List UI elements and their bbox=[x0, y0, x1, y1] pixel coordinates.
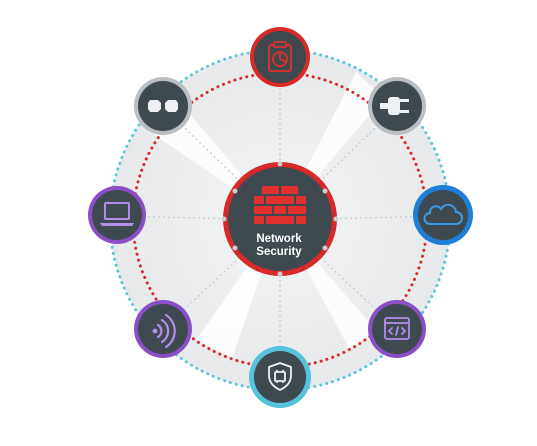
node-bottom[interactable] bbox=[249, 346, 311, 408]
node-top[interactable] bbox=[250, 27, 310, 87]
node-upper-left[interactable] bbox=[134, 77, 192, 135]
shield-chip-icon bbox=[268, 362, 292, 391]
wireless-signal-icon bbox=[152, 313, 176, 349]
center-label: Network Security bbox=[227, 233, 331, 259]
node-upper-right[interactable] bbox=[368, 77, 426, 135]
center-label-line1: Network bbox=[256, 233, 302, 245]
clipboard-chart-icon bbox=[268, 41, 292, 72]
node-left[interactable] bbox=[88, 186, 146, 244]
node-lower-left[interactable] bbox=[134, 300, 192, 358]
code-window-icon bbox=[384, 317, 410, 340]
laptop-icon bbox=[100, 202, 134, 226]
center-node[interactable] bbox=[221, 161, 339, 277]
node-lower-right[interactable] bbox=[368, 300, 426, 358]
plug-icon bbox=[380, 97, 409, 115]
gears-icon bbox=[148, 100, 178, 112]
cloud-icon bbox=[423, 203, 463, 225]
firewall-brick-icon bbox=[254, 186, 306, 224]
center-label-line2: Security bbox=[256, 246, 302, 258]
node-right[interactable] bbox=[413, 185, 473, 245]
